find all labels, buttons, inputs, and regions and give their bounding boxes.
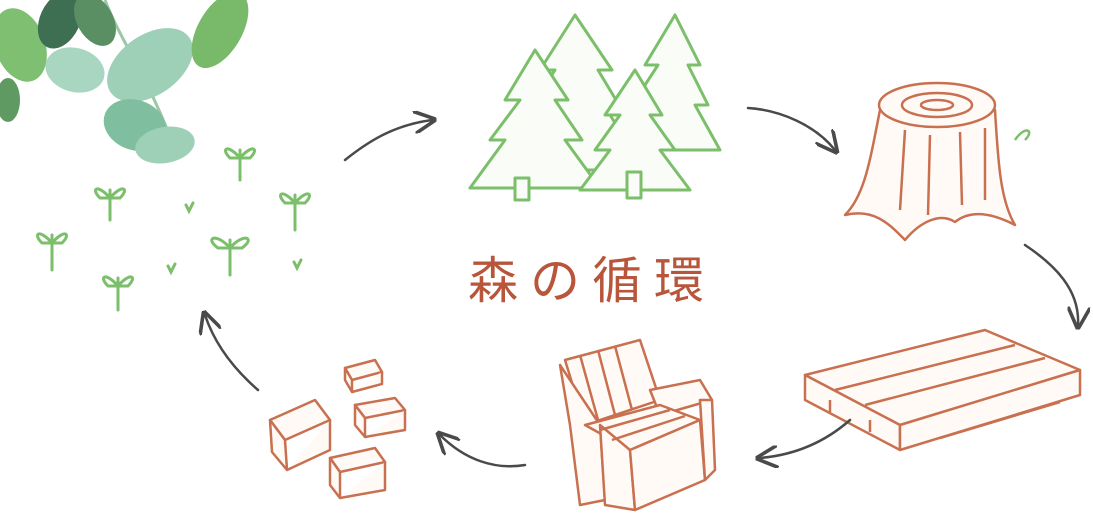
- lumber-planks-icon: [803, 328, 1082, 452]
- leaf-cluster-icon: [0, 0, 249, 164]
- arrow-furniture-to-blocks: [440, 435, 527, 468]
- diagram-title: 森の循環: [468, 252, 716, 310]
- arrow-forest-to-stump: [746, 106, 835, 150]
- wood-blocks-icon: [268, 358, 407, 500]
- armchair-icon: [558, 338, 717, 512]
- forest-icon: [468, 13, 722, 202]
- arrow-blocks-to-seedlings: [205, 315, 260, 392]
- arrow-stump-to-lumber: [1023, 243, 1078, 325]
- arrow-seedlings-to-forest: [343, 120, 432, 162]
- cycle-arrows: [205, 106, 1078, 468]
- seedlings-icon: [36, 147, 311, 312]
- tree-stump-icon: [843, 81, 1031, 242]
- arrow-lumber-to-furniture: [760, 418, 852, 458]
